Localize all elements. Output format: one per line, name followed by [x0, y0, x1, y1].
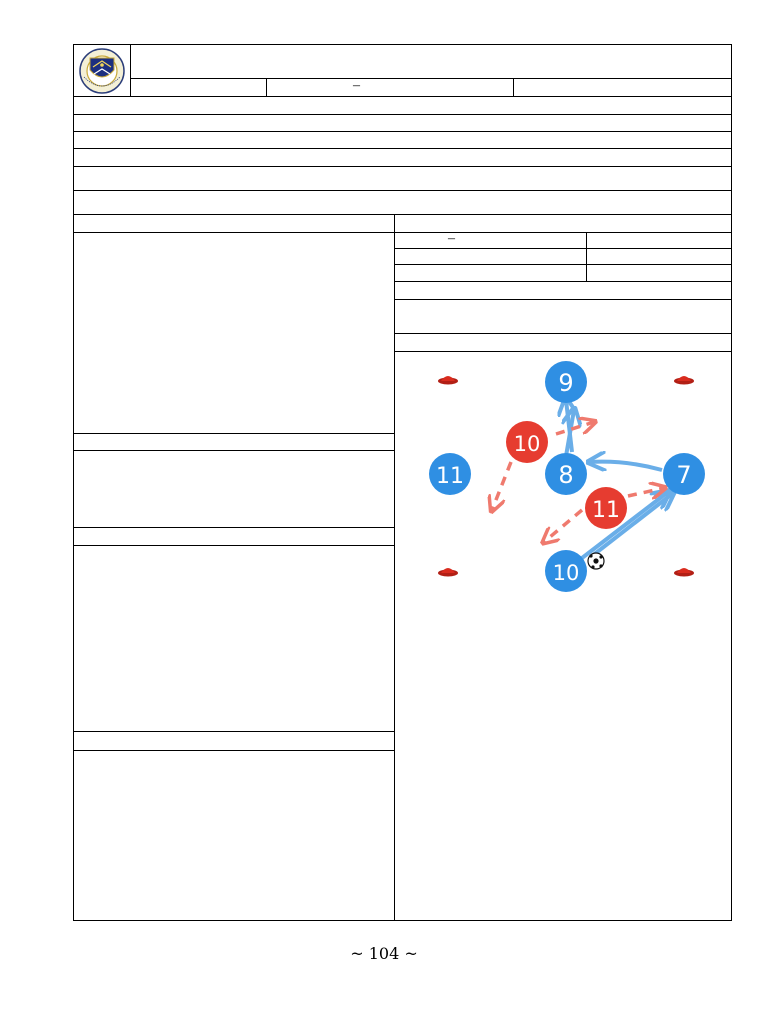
ball-icon [587, 552, 605, 570]
right-section-line-4 [394, 281, 732, 282]
page-number: ~ 104 ~ [350, 944, 418, 963]
blue-arrow [590, 462, 663, 470]
red-arrow [627, 488, 664, 496]
left-section-line-2 [73, 433, 394, 434]
session-plan-form [73, 44, 732, 921]
left-section-line-3 [73, 450, 394, 451]
header-dash: – [353, 78, 360, 93]
right-section-line-5 [394, 299, 732, 300]
row-line-5 [73, 166, 732, 167]
red-arrow [544, 508, 584, 542]
row-line-3 [73, 131, 732, 132]
header-cell-divider-2 [513, 78, 514, 96]
red-arrow [492, 461, 513, 510]
svg-text:11: 11 [436, 464, 464, 489]
red-arrow [555, 422, 594, 436]
svg-text:10: 10 [553, 561, 580, 585]
right-section-line-2 [394, 248, 732, 249]
header-cell-divider-1 [266, 78, 267, 96]
blue-player: 9 [545, 361, 587, 403]
row-line-7 [73, 214, 732, 215]
blue-player: 8 [545, 453, 587, 495]
blue-player: 7 [663, 453, 705, 495]
svg-text:8: 8 [558, 461, 573, 489]
svg-text:10: 10 [514, 432, 541, 456]
right-section-line-1 [394, 232, 732, 233]
svg-text:9: 9 [558, 369, 573, 397]
cone-icon [438, 376, 458, 385]
header-subrow-top [130, 78, 732, 79]
left-section-line-7 [73, 750, 394, 751]
svg-text:11: 11 [592, 498, 620, 523]
left-section-line-5 [73, 545, 394, 546]
right-section-line-3 [394, 264, 732, 265]
row-line-4 [73, 148, 732, 149]
cone-icon [674, 568, 694, 577]
logo-divider [130, 44, 131, 96]
right-cell-divider [586, 232, 587, 281]
red-player: 11 [585, 487, 627, 529]
left-section-line-6 [73, 731, 394, 732]
row-line-1 [73, 96, 732, 97]
left-section-line-4 [73, 527, 394, 528]
row-line-2 [73, 114, 732, 115]
right-section-line-7 [394, 351, 732, 352]
red-player: 10 [506, 421, 548, 463]
left-section-line-1 [73, 232, 394, 233]
cone-icon [674, 376, 694, 385]
svg-text:7: 7 [676, 461, 691, 489]
blue-arrow [590, 494, 672, 558]
blue-arrow [566, 400, 572, 453]
drill-diagram: 9 8 7 11 10 10 11 [429, 361, 705, 592]
row-line-6 [73, 190, 732, 191]
column-divider [394, 214, 395, 921]
right-section-line-6 [394, 333, 732, 334]
blue-player: 11 [429, 453, 471, 495]
blue-player: 10 [545, 550, 587, 592]
cone-icon [438, 568, 458, 577]
right-cell-dash: – [448, 231, 455, 246]
pssi-logo-icon [79, 48, 125, 94]
